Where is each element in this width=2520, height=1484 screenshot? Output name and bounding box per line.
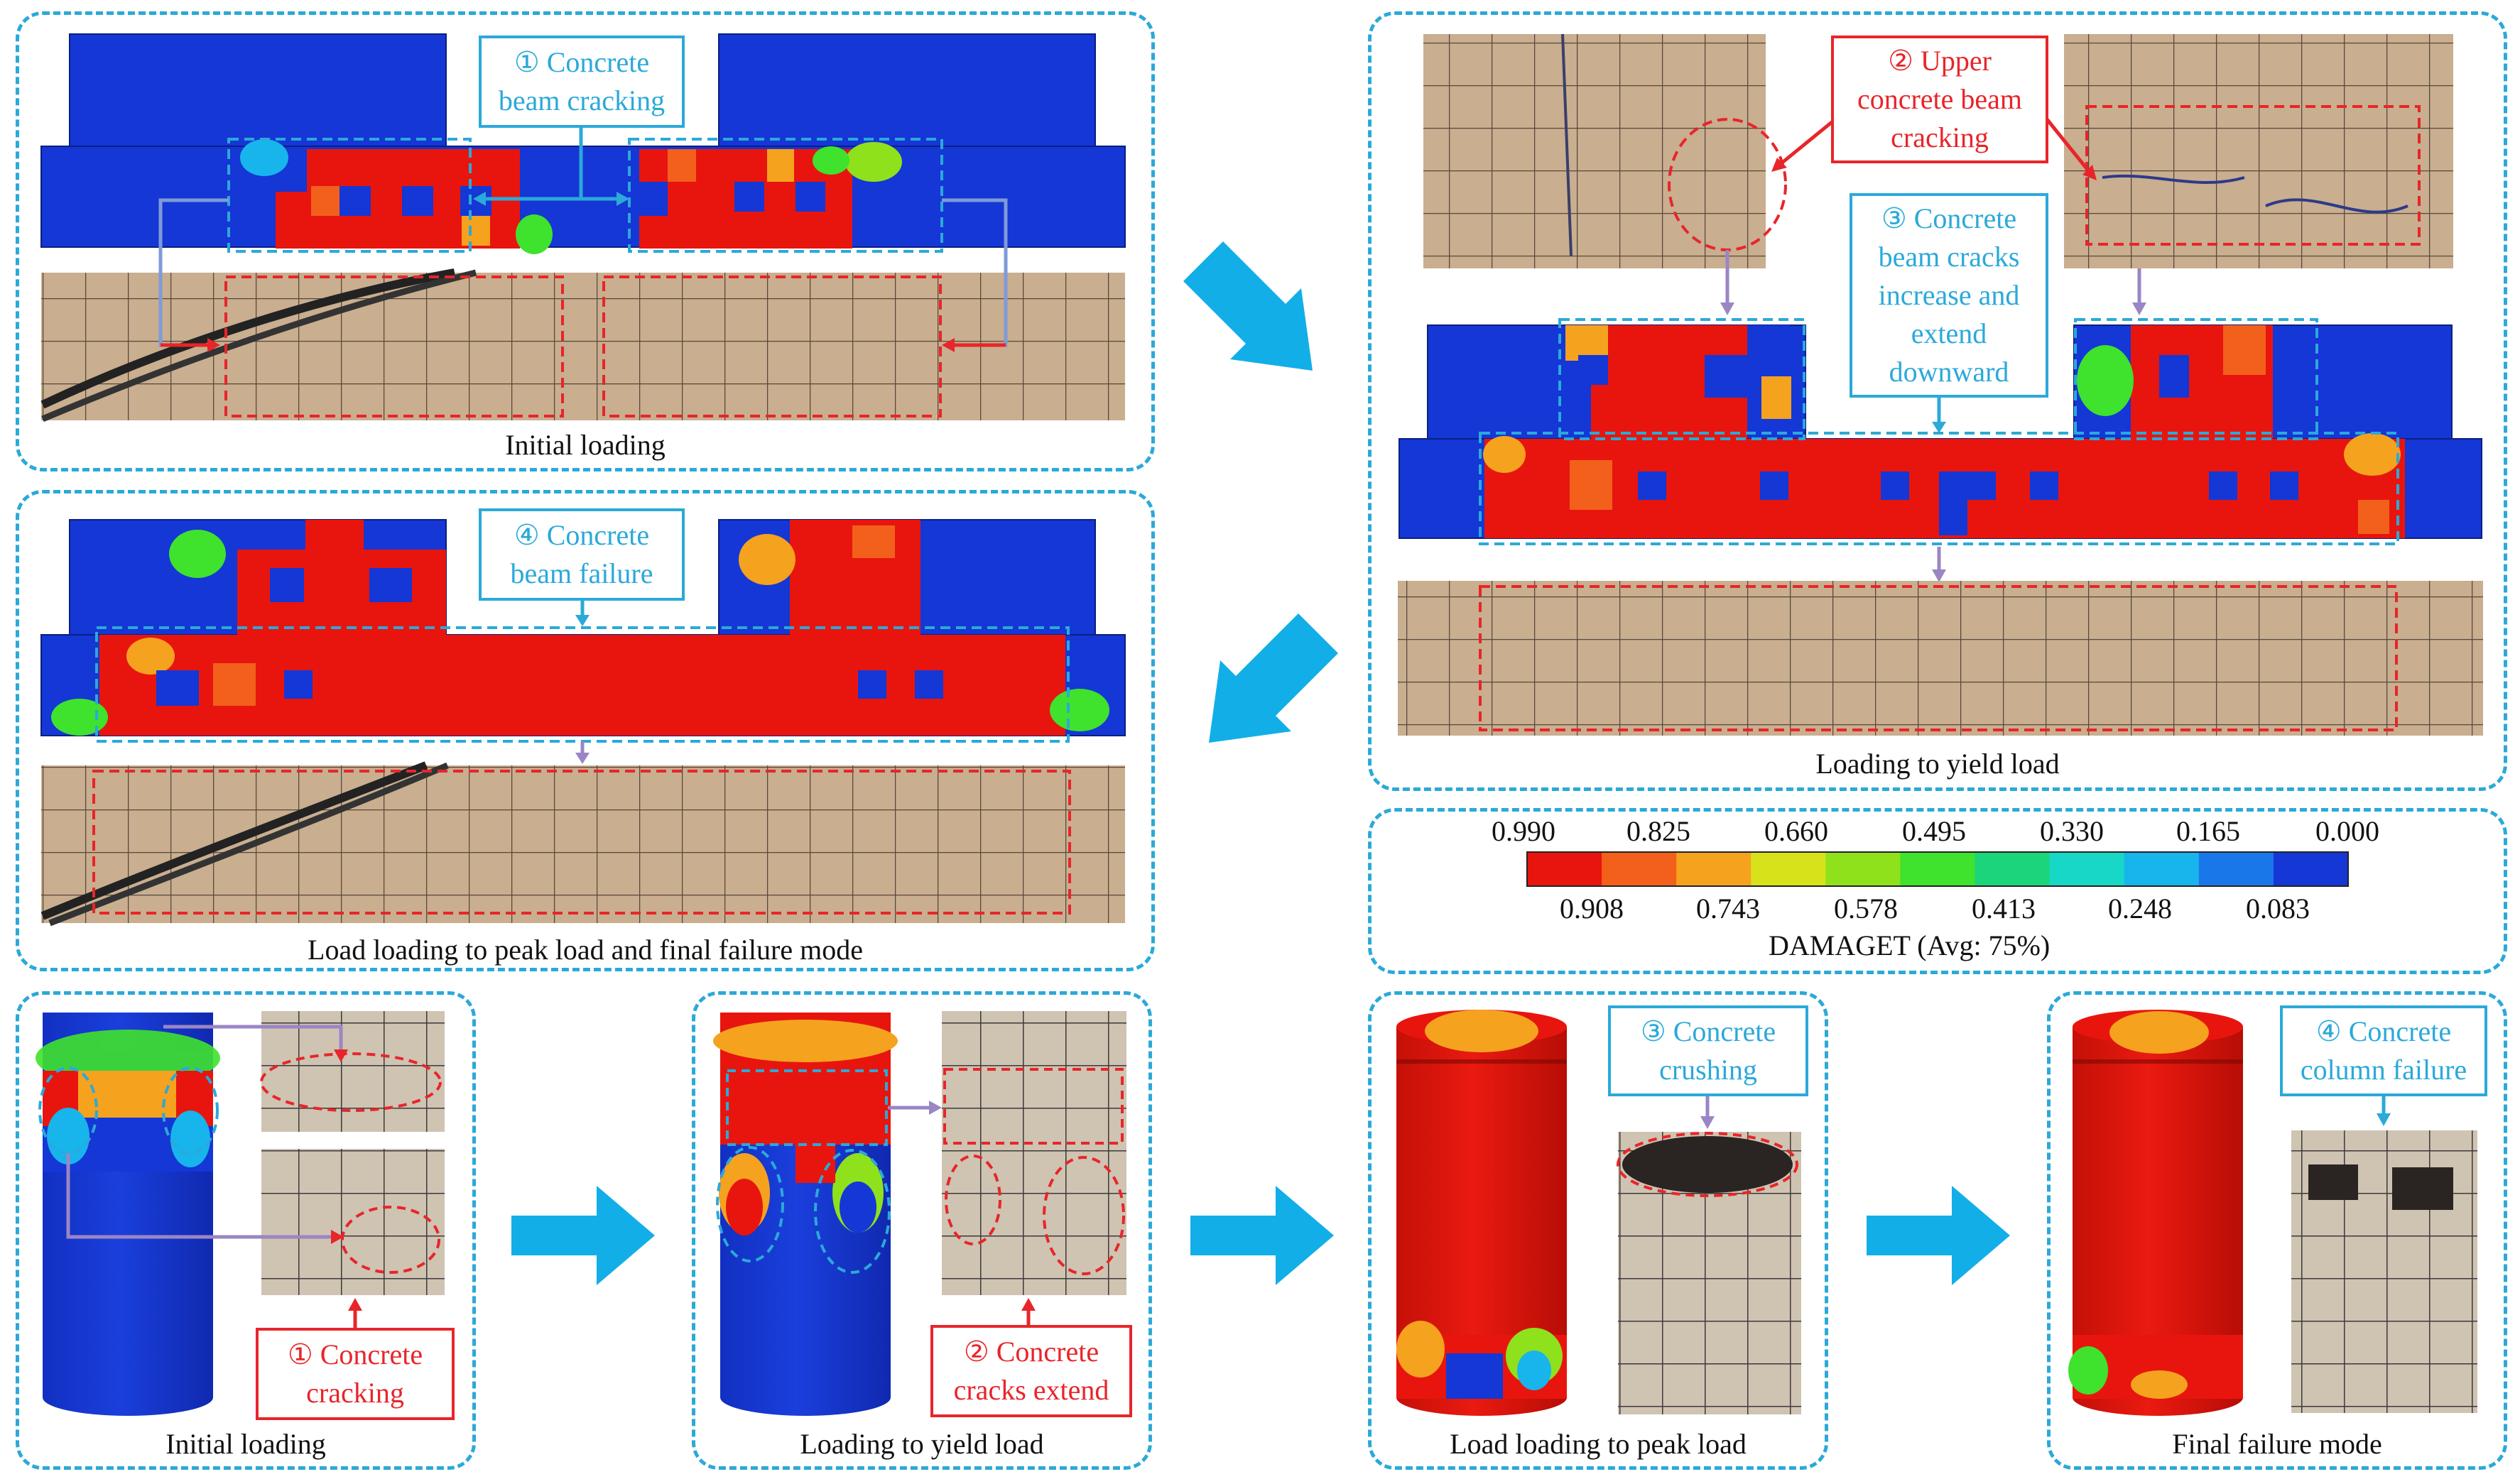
photo-column-peak [1617,1132,1801,1414]
panel-beam-yield [1368,11,2507,791]
connector-arrows-col-final [2377,1096,2391,1126]
legend-swatch [1751,852,1826,886]
photos-column-initial [260,1011,445,1295]
fe-column-initial [36,1013,220,1416]
caption-column-final: Final failure mode [2172,1428,2382,1460]
legend-bottom-label: 0.083 [2246,893,2310,924]
panel-column-final [2047,991,2507,1470]
legend-swatch [2049,852,2125,886]
callout-upper-beam-cracking: ② Upper concrete beam cracking [1831,36,2048,163]
legend-bottom-label: 0.578 [1834,893,1898,924]
legend-top-label: 0.165 [2176,815,2240,847]
legend-swatch [1602,852,1677,886]
photo-column-yield [942,1011,1126,1295]
connector-arrows-yield [1720,250,2146,582]
callout-column-failure: ④ Concrete column failure [2280,1005,2487,1096]
connector-arrows-col-initial [66,1025,362,1328]
flow-arrows [511,241,2010,1285]
legend-bottom-label: 0.743 [1696,893,1760,924]
legend-swatch [2273,852,2349,886]
callout-concrete-crushing: ③ Concrete crushing [1608,1005,1808,1096]
fe-model-failure [40,519,1126,743]
caption-column-initial: Initial loading [165,1428,326,1460]
photo-column-final [2291,1130,2477,1413]
legend-swatch [1975,852,2051,886]
caption-beam-initial: Initial loading [505,429,666,461]
panel-column-initial [16,991,476,1470]
legend-swatch [1825,852,1901,886]
legend-swatch [1527,852,1602,886]
panel-beam-failure [16,490,1155,971]
legend-swatch [2124,852,2200,886]
photos-beam-yield [1423,33,2453,268]
legend-color-bar [1526,851,2349,887]
connector-arrows-col-peak [1700,1096,1715,1129]
photo-beam-initial [40,268,1125,422]
legend-top-label: 0.495 [1902,815,1966,847]
connector-arrows-col-yield [888,1101,1036,1325]
caption-column-yield: Loading to yield load [800,1428,1044,1460]
arrow-right-icon [1190,1186,1334,1285]
connector-arrows-initial [158,128,1008,352]
callout-column-cracking: ① Concrete cracking [256,1328,455,1420]
arrow-right-icon [1867,1186,2010,1285]
arrow-down-right-icon [1183,241,1313,371]
legend-swatch [2198,852,2274,886]
legend-bottom-label: 0.413 [1972,893,2036,924]
callout-beam-cracks-extend: ③ Concrete beam cracks increase and exte… [1850,193,2048,398]
legend-top-label: 0.660 [1764,815,1828,847]
legend-top-label: 0.825 [1626,815,1690,847]
panel-column-peak [1368,991,1828,1470]
legend-swatch [1676,852,1751,886]
fe-column-final [2068,1010,2243,1416]
fe-column-peak [1396,1010,1567,1416]
connector-arrows-failure [575,601,590,764]
connector-arrows-upper [1771,118,2097,180]
callout-column-cracks-extend: ② Concrete cracks extend [930,1325,1132,1417]
legend-top-label: 0.990 [1492,815,1555,847]
arrow-right-icon [511,1186,655,1285]
caption-column-peak: Load loading to peak load [1450,1428,1747,1460]
arrow-down-left-icon [1209,613,1338,743]
legend-border [1526,851,2349,887]
fe-column-yield [713,1013,898,1416]
legend-title: DAMAGET (Avg: 75%) [1769,929,2051,961]
panel-legend [1368,808,2507,974]
legend-swatch [1900,852,1976,886]
fe-model-initial [40,33,1126,254]
fe-model-yield [1399,318,2482,545]
legend-top-label: 0.000 [2315,815,2379,847]
panel-beam-initial [16,11,1155,471]
caption-beam-yield: Loading to yield load [1815,748,2060,780]
panel-column-yield [692,991,1152,1470]
callout-beam-failure: ④ Concrete beam failure [479,508,685,601]
photo-beam-failure [40,761,1125,927]
legend-bottom-label: 0.908 [1560,893,1624,924]
photo-beam-yield [1398,581,2483,736]
caption-beam-failure: Load loading to peak load and final fail… [308,934,863,966]
callout-beam-cracking: ① Concrete beam cracking [479,36,685,128]
legend-top-label: 0.330 [2040,815,2104,847]
legend-bottom-label: 0.248 [2108,893,2172,924]
